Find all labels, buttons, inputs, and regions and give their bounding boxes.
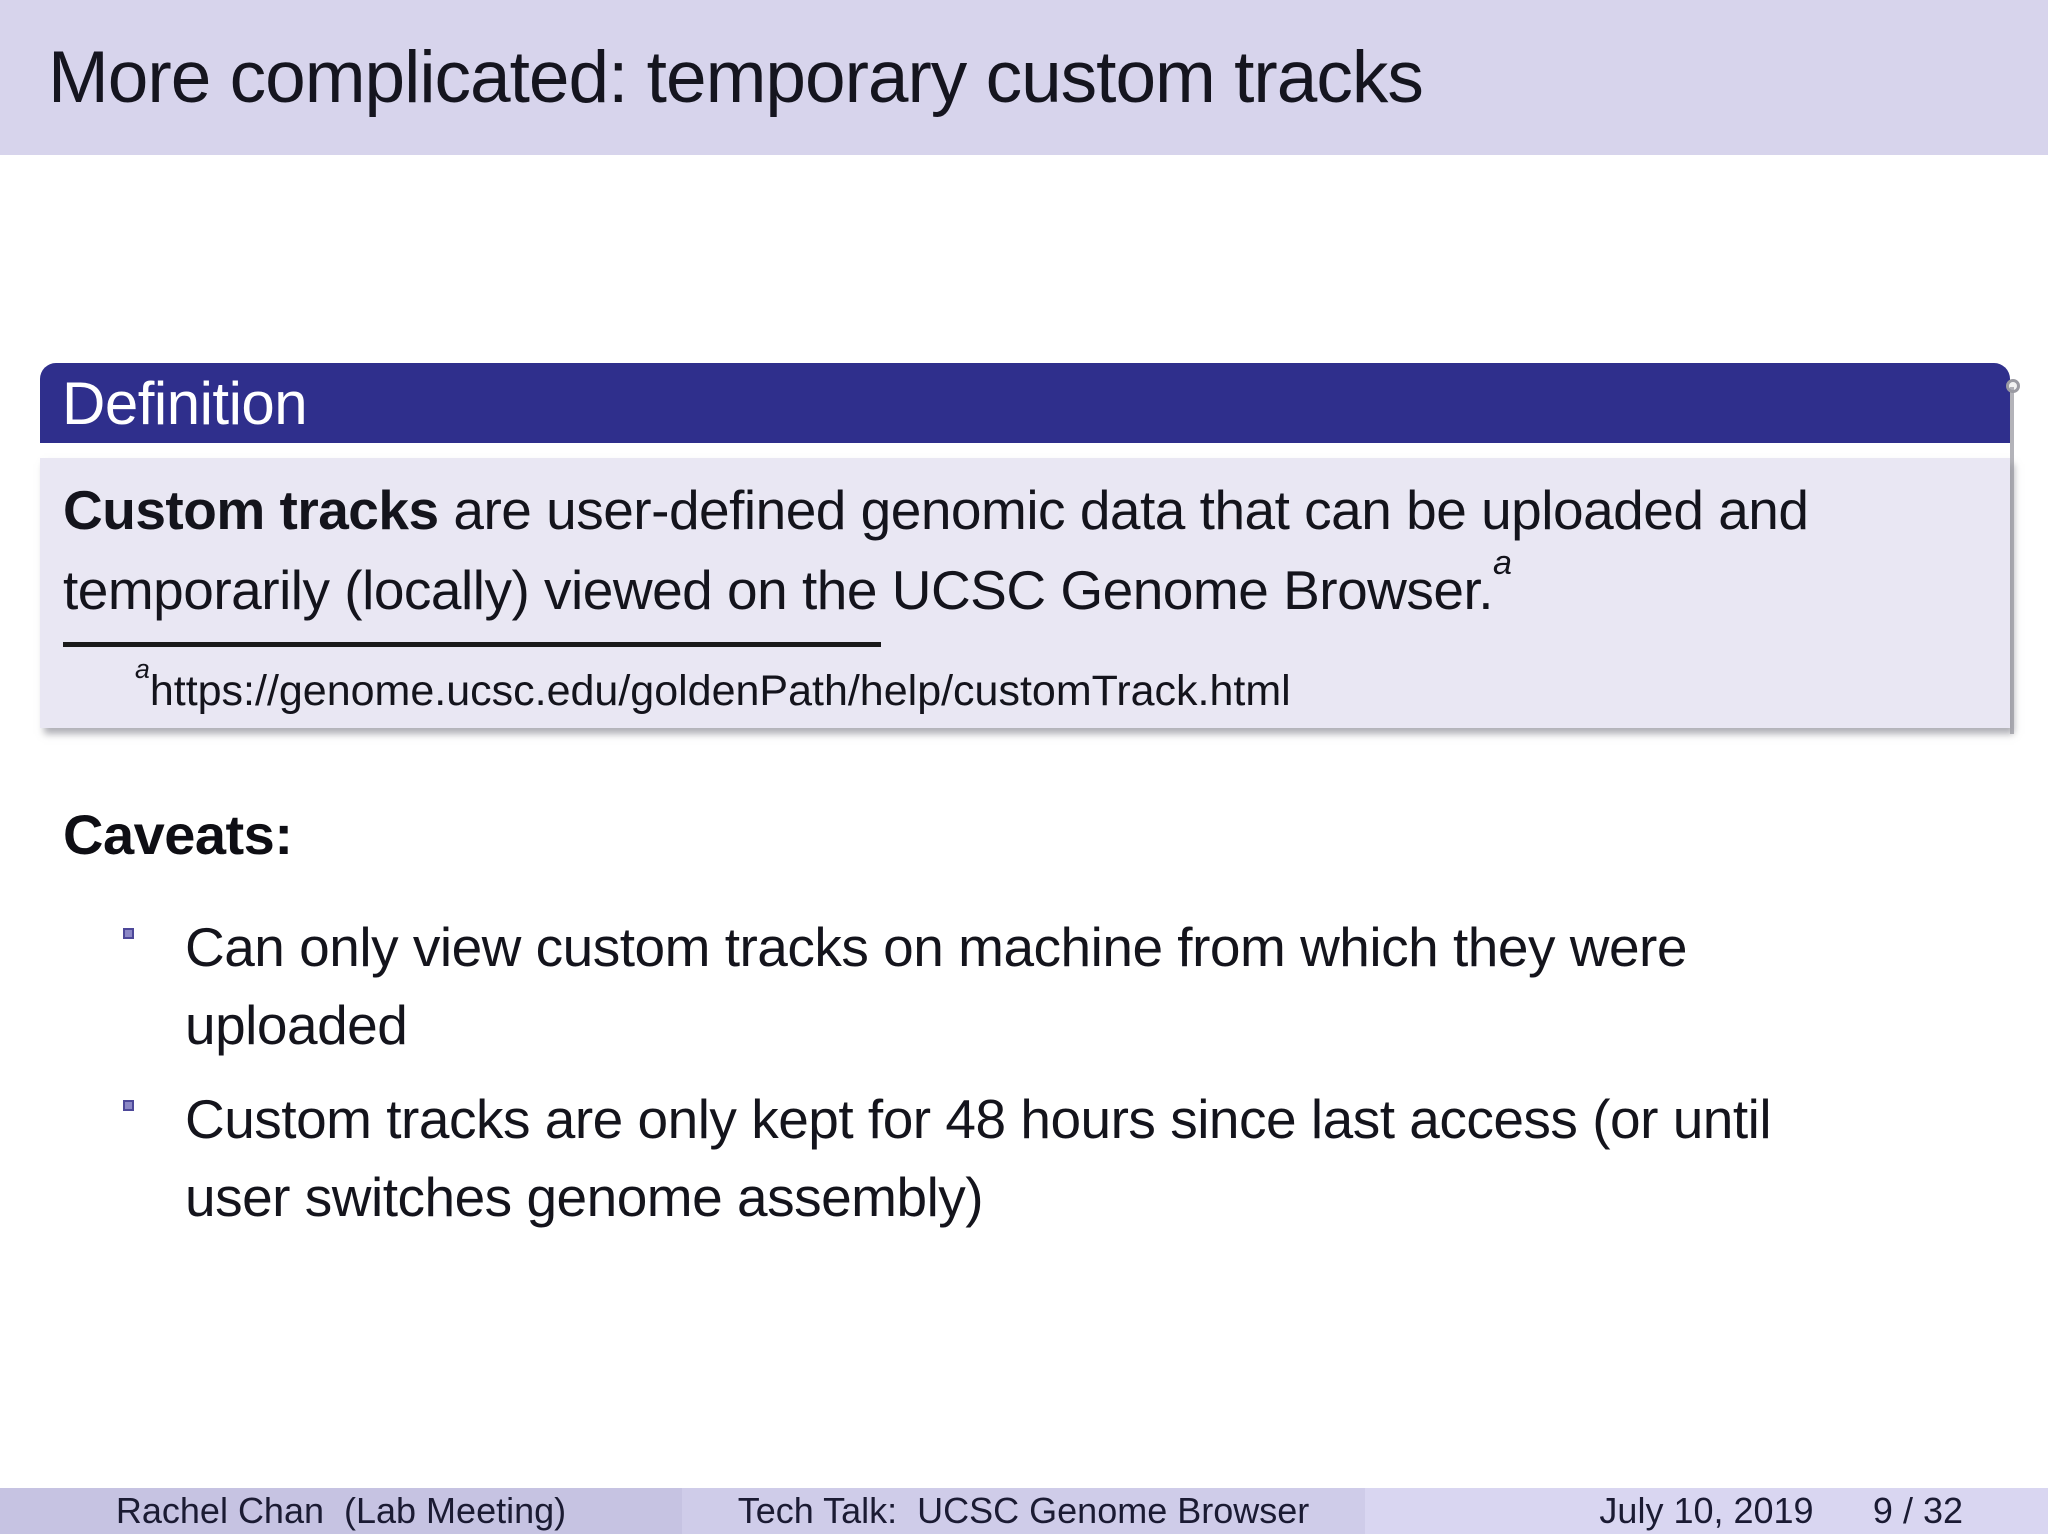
caveats-list: Can only view custom tracks on machine f… xyxy=(123,908,2003,1252)
definition-line-1-rest: are user-defined genomic data that can b… xyxy=(438,479,1809,541)
footnote-label-marker: a xyxy=(135,653,150,684)
definition-line-2-text: temporarily (locally) viewed on the UCSC… xyxy=(63,559,1494,621)
definition-line-2: temporarily (locally) viewed on the UCSC… xyxy=(63,546,2010,630)
footer-author: Rachel Chan (Lab Meeting) xyxy=(115,1490,567,1531)
footnote-rule xyxy=(63,642,881,647)
caveats-label: Caveats: xyxy=(63,803,293,866)
caveat-1-line-1: Can only view custom tracks on machine f… xyxy=(185,916,1687,978)
footnote-marker: a xyxy=(1493,544,1512,583)
footer-page-number: 9 / 32 xyxy=(1872,1490,1963,1531)
definition-text: Custom tracks are user-defined genomic d… xyxy=(63,458,2010,630)
decorative-corner-dot-icon xyxy=(2006,379,2020,393)
definition-block-heading: Definition xyxy=(62,369,308,437)
definition-term: Custom tracks xyxy=(63,479,439,541)
slide-title-bar: More complicated: temporary custom track… xyxy=(0,0,2048,155)
caveat-2-line-1: Custom tracks are only kept for 48 hours… xyxy=(185,1088,1772,1150)
caveat-1-line-2: uploaded xyxy=(185,994,408,1056)
bullet-square-icon xyxy=(123,1100,134,1111)
list-item: Can only view custom tracks on machine f… xyxy=(123,908,2003,1064)
footer-talk-title-box: Tech Talk: UCSC Genome Browser xyxy=(682,1488,1365,1534)
footer-date-box: July 10, 2019 9 / 32 xyxy=(1365,1488,2048,1534)
footer: Rachel Chan (Lab Meeting) Tech Talk: UCS… xyxy=(0,1488,2048,1534)
footer-author-box: Rachel Chan (Lab Meeting) xyxy=(0,1488,682,1534)
definition-block-header: Definition xyxy=(40,363,2020,443)
definition-block-body: Custom tracks are user-defined genomic d… xyxy=(40,458,2010,728)
footer-talk-title: Tech Talk: UCSC Genome Browser xyxy=(737,1490,1310,1531)
footnote: ahttps://genome.ucsc.edu/goldenPath/help… xyxy=(135,655,2010,719)
definition-line-1: Custom tracks are user-defined genomic d… xyxy=(63,470,2010,550)
list-item: Custom tracks are only kept for 48 hours… xyxy=(123,1080,2003,1236)
slide-title: More complicated: temporary custom track… xyxy=(48,37,1424,118)
definition-block: Definition Custom tracks are user-define… xyxy=(40,363,2020,734)
bullet-square-icon xyxy=(123,928,134,939)
caveat-2-line-2: user switches genome assembly) xyxy=(185,1166,984,1228)
footer-date: July 10, 2019 xyxy=(1599,1490,1814,1531)
footnote-url[interactable]: https://genome.ucsc.edu/goldenPath/help/… xyxy=(149,667,1291,715)
